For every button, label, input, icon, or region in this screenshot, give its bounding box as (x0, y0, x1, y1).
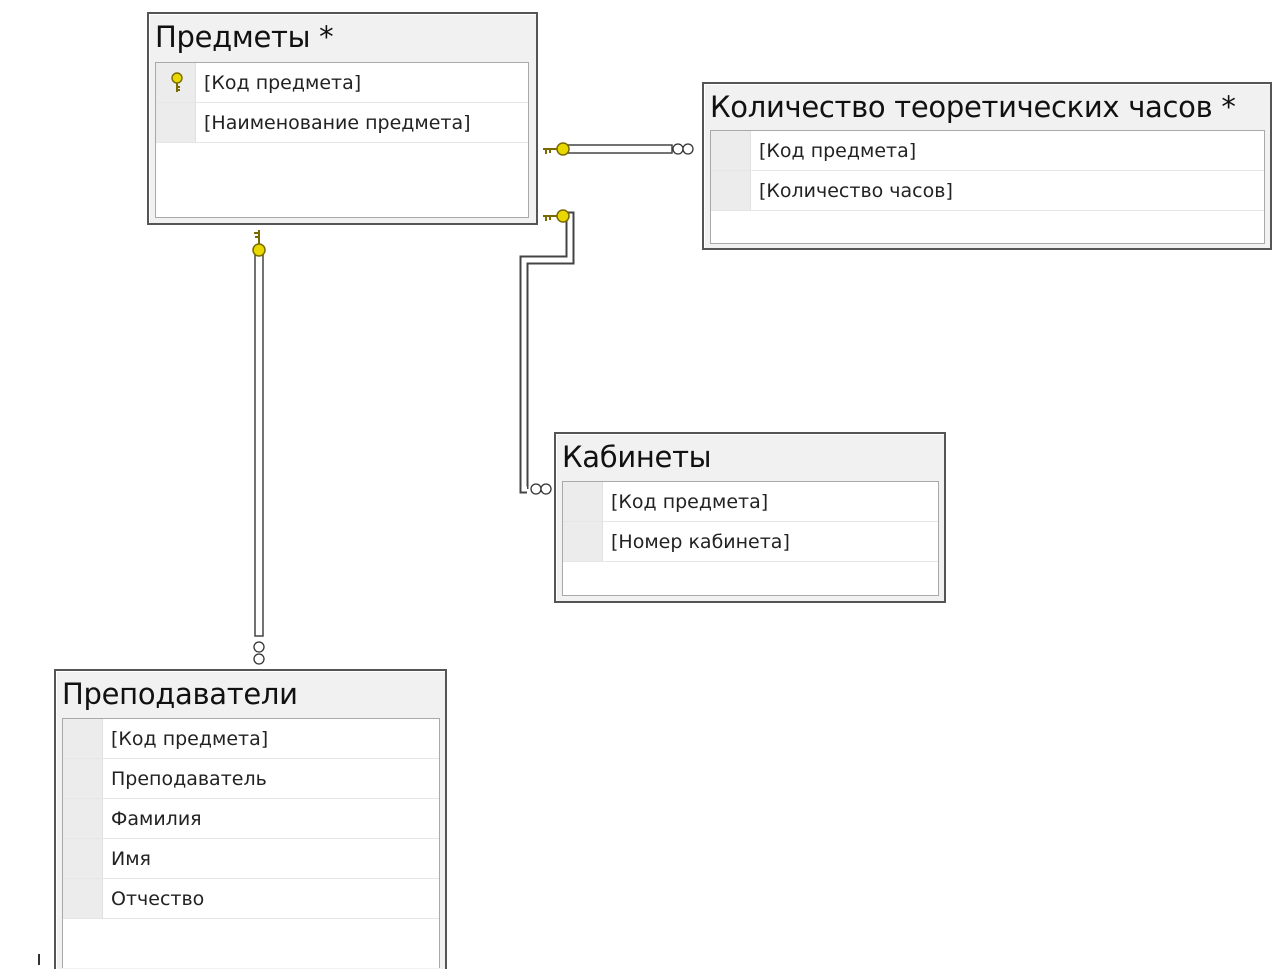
row-selector[interactable] (711, 171, 751, 210)
key-icon (543, 142, 570, 156)
field-row[interactable]: [Количество часов] (711, 171, 1264, 211)
field-row[interactable]: Преподаватель (63, 759, 439, 799)
field-list-subjects: [Код предмета] [Наименование предмета] (155, 62, 529, 218)
row-selector[interactable] (63, 799, 103, 838)
field-row[interactable]: [Код предмета] (156, 63, 528, 103)
field-row[interactable]: Отчество (63, 879, 439, 919)
field-list-theory-hours: [Код предмета] [Количество часов] (710, 130, 1265, 244)
row-selector[interactable] (156, 63, 196, 102)
table-teachers[interactable]: Преподаватели [Код предмета] Преподавате… (54, 669, 447, 969)
field-list-teachers: [Код предмета] Преподаватель Фамилия Имя… (62, 718, 440, 968)
field-name: [Наименование предмета] (204, 112, 471, 134)
table-theory-hours[interactable]: Количество теоретических часов * [Код пр… (702, 82, 1272, 250)
table-title-teachers: Преподаватели (62, 677, 298, 711)
field-row[interactable]: [Код предмета] (63, 719, 439, 759)
field-name: Имя (111, 848, 151, 870)
row-selector[interactable] (156, 103, 196, 142)
table-title-theory-hours: Количество теоретических часов * (710, 90, 1236, 124)
field-name: [Код предмета] (759, 140, 917, 162)
field-name: [Код предмета] (111, 728, 269, 750)
key-icon (543, 209, 570, 223)
table-rooms[interactable]: Кабинеты [Код предмета] [Номер кабинета] (554, 432, 946, 603)
field-name: [Номер кабинета] (611, 531, 790, 553)
infinity-icon (672, 143, 694, 155)
relationship-subjects-teachers[interactable] (252, 230, 266, 665)
field-name: [Код предмета] (611, 491, 769, 513)
row-selector[interactable] (63, 719, 103, 758)
field-list-rooms: [Код предмета] [Номер кабинета] (562, 481, 939, 596)
field-row[interactable]: Имя (63, 839, 439, 879)
field-row[interactable]: Фамилия (63, 799, 439, 839)
infinity-icon (253, 641, 265, 665)
field-row[interactable]: [Номер кабинета] (563, 522, 938, 562)
relationship-subjects-theory-hours[interactable] (543, 142, 694, 156)
row-selector[interactable] (63, 759, 103, 798)
relationship-subjects-rooms[interactable] (519, 209, 575, 495)
text-cursor (38, 954, 40, 965)
row-selector[interactable] (711, 131, 751, 170)
primary-key-icon (171, 72, 183, 92)
field-name: Фамилия (111, 808, 202, 830)
key-icon (252, 230, 266, 257)
field-name: [Код предмета] (204, 72, 362, 94)
table-title-subjects: Предметы * (155, 20, 334, 54)
table-subjects[interactable]: Предметы * [Код предмета] [Наименование … (147, 12, 538, 225)
field-name: Отчество (111, 888, 205, 910)
field-name: Преподаватель (111, 768, 267, 790)
field-row[interactable]: [Код предмета] (711, 131, 1264, 171)
field-name: [Количество часов] (759, 180, 953, 202)
row-selector[interactable] (63, 879, 103, 918)
row-selector[interactable] (563, 482, 603, 521)
field-row[interactable]: [Наименование предмета] (156, 103, 528, 143)
table-title-rooms: Кабинеты (562, 440, 712, 474)
row-selector[interactable] (563, 522, 603, 561)
row-selector[interactable] (63, 839, 103, 878)
field-row[interactable]: [Код предмета] (563, 482, 938, 522)
infinity-icon (530, 483, 552, 495)
